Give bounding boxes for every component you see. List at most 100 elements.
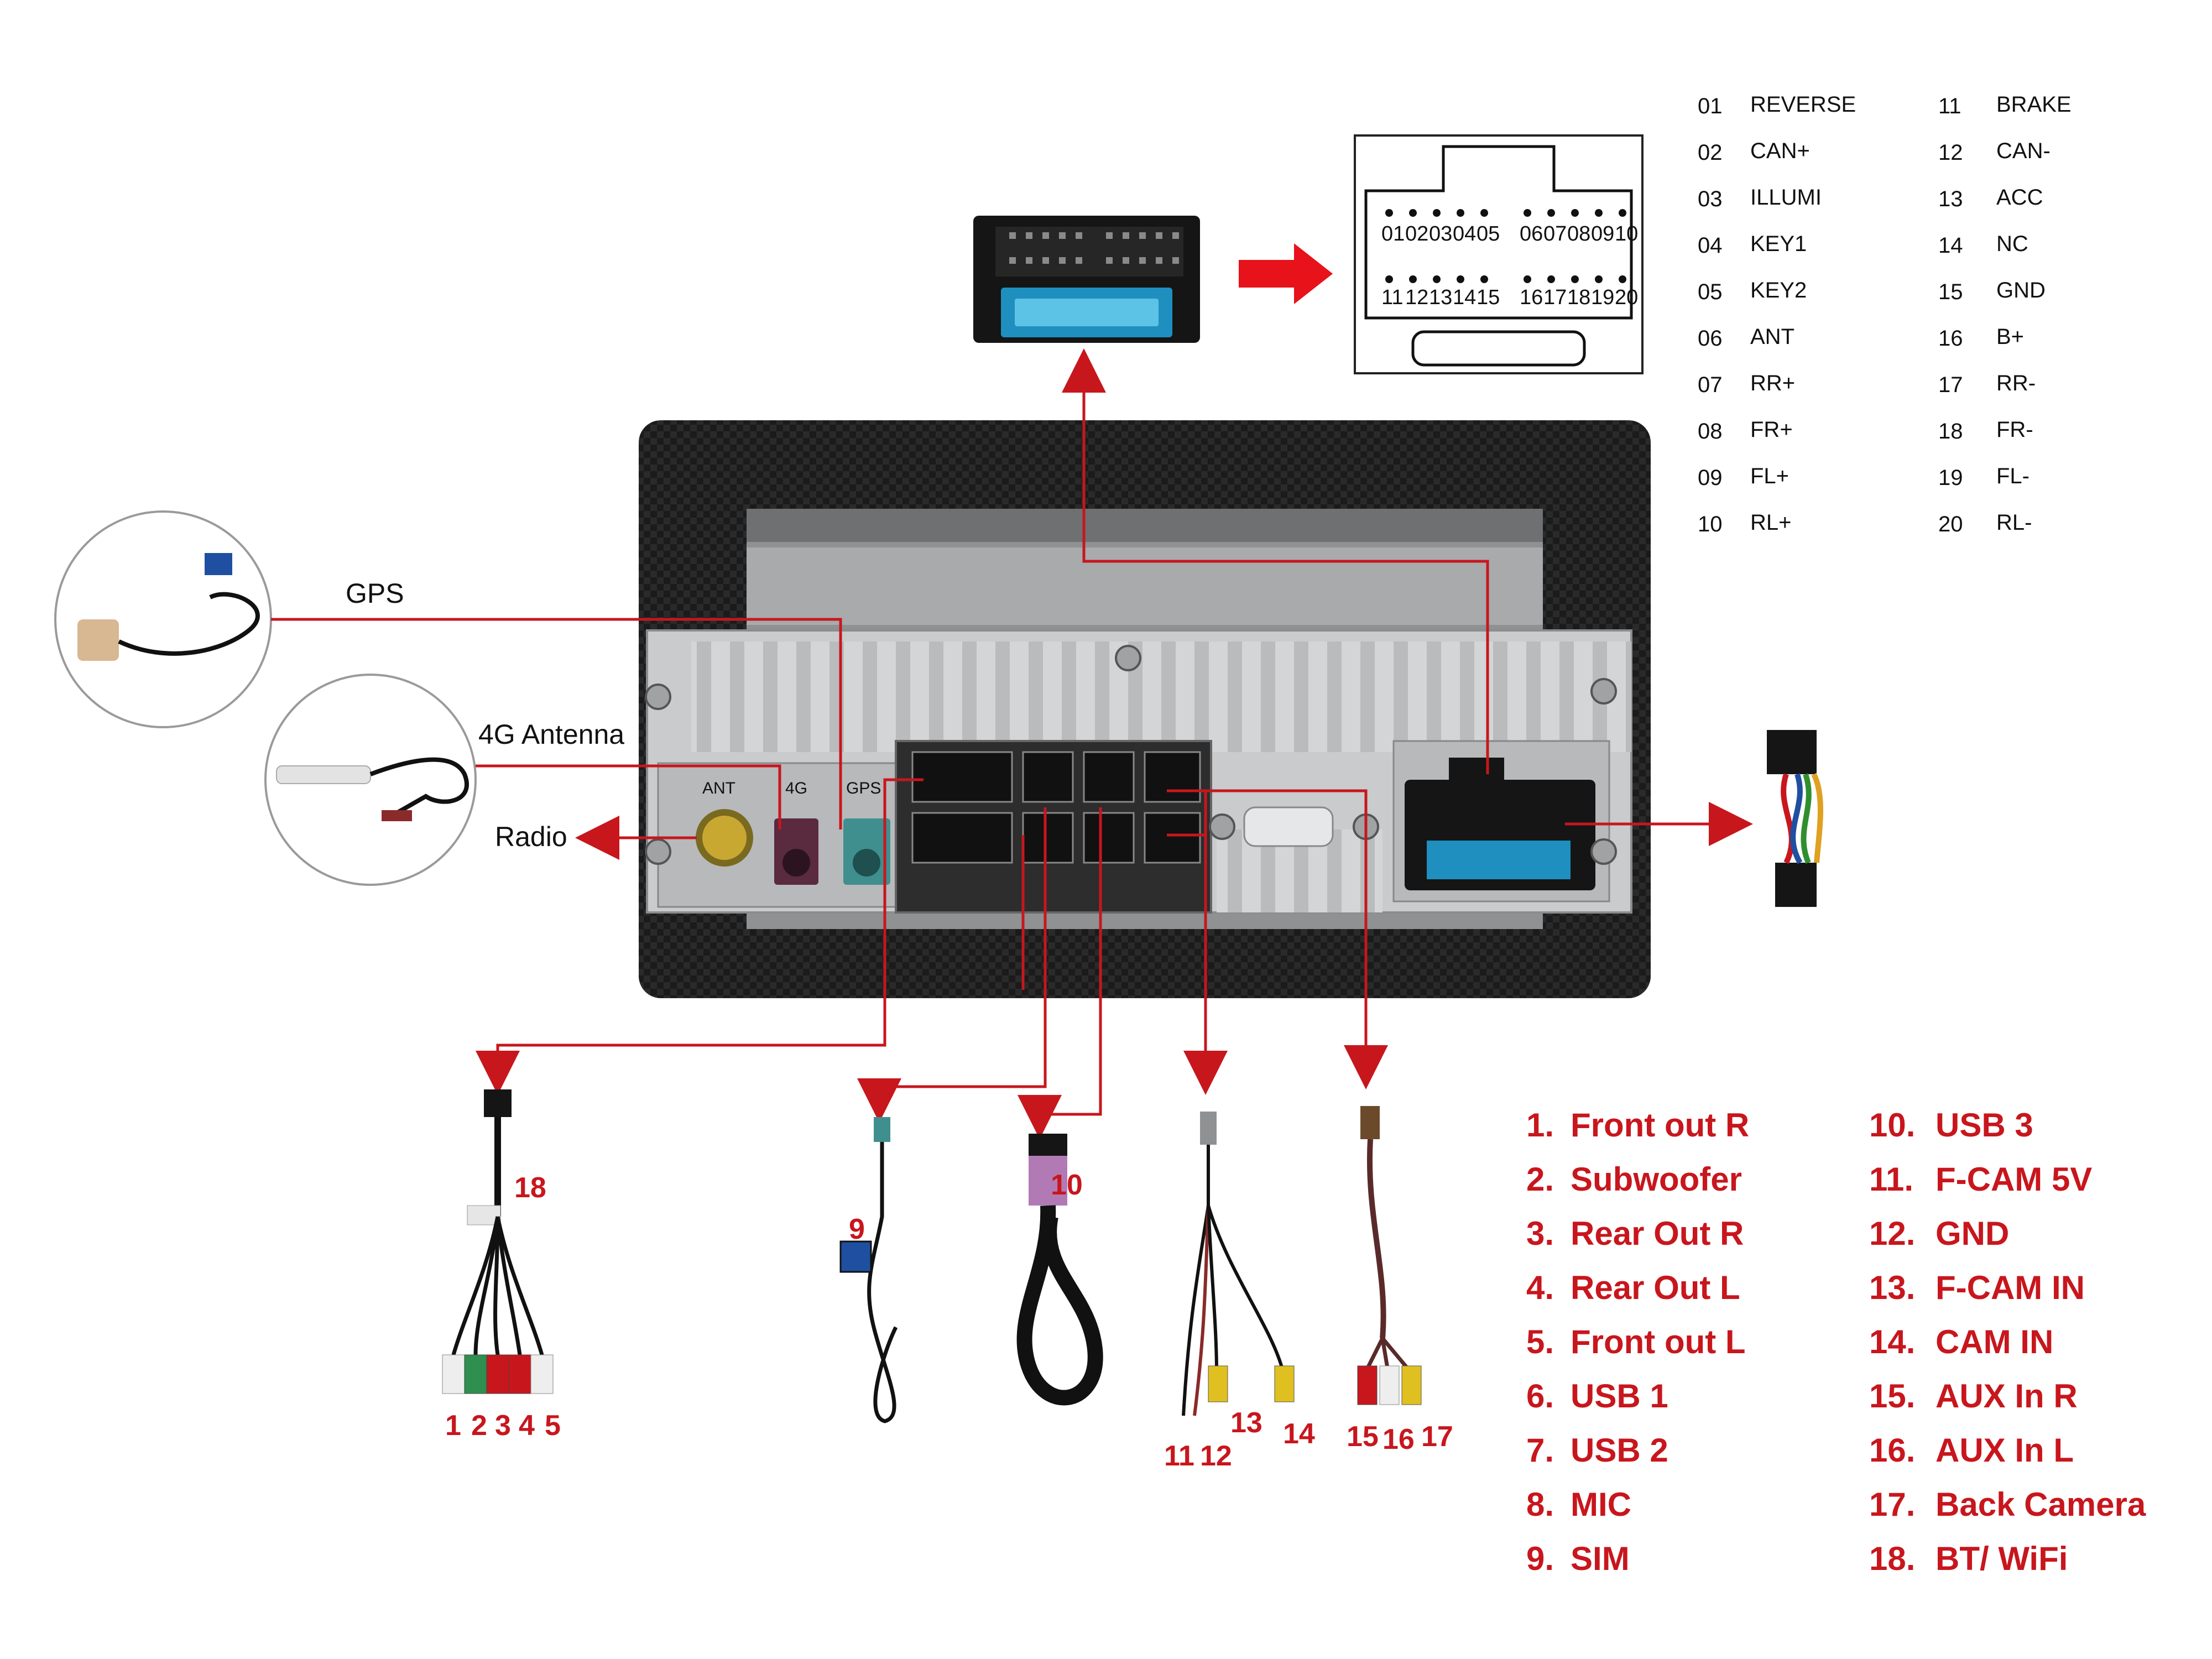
- legend-number: 9.: [1526, 1540, 1554, 1577]
- pin-table-label: NC: [1996, 232, 2028, 256]
- pin-dot: [1480, 209, 1488, 217]
- pin-table-number: 02: [1698, 140, 1723, 165]
- pin-table-number: 03: [1698, 187, 1723, 211]
- pin-number: 15: [1477, 286, 1500, 309]
- connector-pin: [1123, 232, 1129, 239]
- radio-label: Radio: [495, 821, 567, 852]
- pin-dot: [1547, 209, 1555, 217]
- pin-table-label: RL-: [1996, 510, 2032, 535]
- pin-table-label: KEY2: [1750, 278, 1807, 302]
- cable-callout: 2: [471, 1410, 487, 1442]
- legend-label: F-CAM IN: [1936, 1269, 2085, 1306]
- pin-table-number: 11: [1938, 94, 1961, 118]
- head-unit-rear: ANT 4G GPS: [639, 420, 1651, 998]
- pin-dot: [1433, 275, 1441, 283]
- pin-table-label: B+: [1996, 325, 2024, 349]
- legend-number: 17.: [1869, 1486, 1915, 1523]
- legend-number: 12.: [1869, 1215, 1915, 1252]
- pin-number: 10: [1615, 222, 1638, 246]
- port-label-4g: 4G: [785, 779, 807, 797]
- pin-table-label: FL+: [1750, 464, 1789, 488]
- pin-table-number: 18: [1938, 419, 1963, 444]
- harness-socket: [1022, 751, 1074, 803]
- harness-socket: [1144, 812, 1201, 864]
- pin-number: 14: [1453, 286, 1476, 309]
- pin-number: 11: [1381, 286, 1403, 309]
- pin-dot: [1619, 275, 1626, 283]
- harness-socket: [1083, 812, 1135, 864]
- pin-dot: [1595, 209, 1603, 217]
- pin-table-number: 15: [1938, 280, 1963, 304]
- pin-number: 20: [1615, 286, 1638, 309]
- pin-table-number: 06: [1698, 326, 1723, 351]
- pin-table-number: 09: [1698, 466, 1723, 490]
- legend-label: USB 1: [1571, 1378, 1668, 1415]
- legend-label: Rear Out L: [1571, 1269, 1740, 1306]
- connector-pin: [1139, 257, 1146, 264]
- legend-label: Front out L: [1571, 1323, 1746, 1360]
- pin-table-number: 08: [1698, 419, 1723, 444]
- pin-table-label: CAN-: [1996, 139, 2051, 163]
- pin-dot: [1457, 275, 1464, 283]
- pin-table-number: 01: [1698, 94, 1723, 118]
- pin-table-label: ACC: [1996, 185, 2043, 210]
- harness-socket: [911, 751, 1013, 803]
- arrow-right-icon: [1239, 243, 1333, 304]
- legend-label: Front out R: [1571, 1107, 1749, 1144]
- cable-callout: 17: [1421, 1421, 1453, 1453]
- pin-table-label: RR+: [1750, 371, 1795, 395]
- legend-number: 10.: [1869, 1107, 1915, 1144]
- camera-cable-photo: [1182, 1112, 1295, 1416]
- legend-label: AUX In R: [1936, 1378, 2078, 1415]
- 4g-antenna-label: 4G Antenna: [478, 719, 624, 750]
- pin-table-number: 17: [1938, 373, 1963, 397]
- connector-pin: [1172, 257, 1179, 264]
- legend-label: Rear Out R: [1571, 1215, 1744, 1252]
- pin-table-label: FR-: [1996, 418, 2033, 442]
- connector-pin: [1156, 232, 1162, 239]
- legend-label: MIC: [1571, 1486, 1631, 1523]
- pin-table-label: FL-: [1996, 464, 2030, 488]
- legend-number: 3.: [1526, 1215, 1554, 1252]
- pin-dot: [1571, 209, 1579, 217]
- cable-callout: 13: [1230, 1407, 1262, 1439]
- harness-connector-photo: [973, 216, 1200, 343]
- pin-table-number: 10: [1698, 512, 1723, 536]
- legend-number: 8.: [1526, 1486, 1554, 1523]
- connector-pin: [1076, 257, 1082, 264]
- pin-dot: [1480, 275, 1488, 283]
- callout-9: 9: [849, 1213, 865, 1245]
- pin-number: 08: [1567, 222, 1590, 246]
- harness-socket: [1144, 751, 1201, 803]
- legend-number: 2.: [1526, 1161, 1554, 1198]
- pin-table-number: 04: [1698, 233, 1723, 258]
- 4g-antenna-photo: [264, 674, 477, 886]
- legend-number: 16.: [1869, 1432, 1915, 1469]
- pin-number: 19: [1591, 286, 1614, 309]
- legend-number: 14.: [1869, 1323, 1915, 1360]
- cable-callout: 1: [445, 1410, 461, 1442]
- pin-table-label: CAN+: [1750, 139, 1810, 163]
- sim-cable-photo: [839, 1117, 898, 1423]
- legend-label: CAM IN: [1936, 1323, 2053, 1360]
- pin-number: 06: [1520, 222, 1543, 246]
- pin-table-number: 12: [1938, 140, 1963, 165]
- gps-antenna-photo: [54, 510, 272, 728]
- pin-table-label: RL+: [1750, 510, 1792, 535]
- cable-callout: 11: [1164, 1440, 1194, 1472]
- cable-callout: 16: [1383, 1423, 1415, 1455]
- pin-table-number: 05: [1698, 280, 1723, 304]
- legend-number: 5.: [1526, 1323, 1554, 1360]
- pin-number: 16: [1520, 286, 1543, 309]
- cable-callout: 3: [495, 1410, 511, 1442]
- callout-18: 18: [514, 1172, 546, 1204]
- cable-callout: 15: [1347, 1421, 1379, 1453]
- legend-number: 15.: [1869, 1378, 1915, 1415]
- connector-pin: [1009, 257, 1016, 264]
- pin-number: 18: [1567, 286, 1590, 309]
- rca-cable-photo: [442, 1089, 554, 1394]
- pin-dot: [1547, 275, 1555, 283]
- pin-dot: [1457, 209, 1464, 217]
